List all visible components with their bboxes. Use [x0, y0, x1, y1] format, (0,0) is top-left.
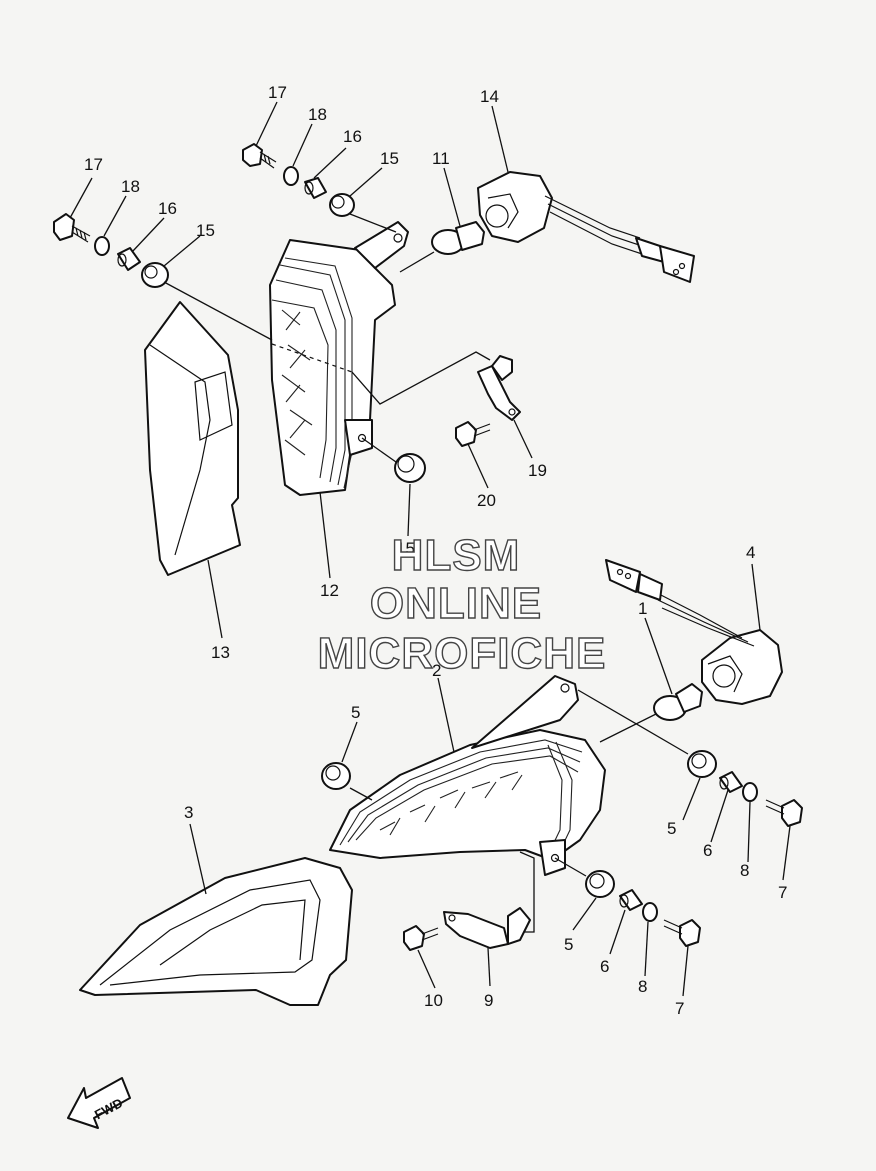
callout-16: 16: [158, 199, 177, 218]
watermark-line-2: ONLINE: [370, 579, 542, 628]
part-9-bracket: [443, 907, 531, 949]
part-3-lens-cover: [79, 857, 353, 1006]
part-15-grommet-c: [394, 453, 426, 483]
part-17-bolt-a: [53, 213, 91, 243]
watermark-line-1: HLSM: [392, 531, 521, 580]
callout-20: 20: [477, 491, 496, 510]
watermark: HLSM ONLINE MICROFICHE: [317, 530, 607, 678]
upper-leader-lines: [69, 101, 533, 639]
part-13-lens-cover: [144, 301, 241, 576]
part-7-bolt-a: [765, 799, 803, 827]
part-8-washer-a: [742, 782, 758, 802]
part-14-socket-harness: [477, 171, 695, 283]
part-8-washer-b: [642, 902, 658, 922]
part-12-turn-signal-housing: [269, 221, 409, 496]
callout-15: 15: [396, 539, 415, 558]
callout-4: 4: [746, 543, 755, 562]
callout-7: 7: [778, 883, 787, 902]
part-16-collar-b: [304, 177, 327, 199]
callout-15: 15: [380, 149, 399, 168]
part-16-collar-a: [117, 247, 141, 271]
part-17-bolt-b: [242, 143, 277, 169]
part-6-collar-a: [719, 771, 743, 793]
fwd-arrow-icon: FWD: [67, 1077, 131, 1129]
callout-3: 3: [184, 803, 193, 822]
callout-17: 17: [268, 83, 287, 102]
callout-18: 18: [308, 105, 327, 124]
part-1-bulb: [653, 683, 703, 721]
callout-19: 19: [528, 461, 547, 480]
callout-18: 18: [121, 177, 140, 196]
callout-8: 8: [638, 977, 647, 996]
callout-6: 6: [600, 957, 609, 976]
part-5-grommet-c: [321, 762, 351, 790]
callout-17: 17: [84, 155, 103, 174]
watermark-line-3: MICROFICHE: [318, 629, 607, 678]
part-5-grommet-a: [687, 750, 717, 778]
lower-leader-lines: [189, 563, 791, 997]
callout-labels: 17 18 16 15 17 18 16 15 11 14 19 20 15 1…: [84, 83, 787, 1018]
callout-5: 5: [351, 703, 360, 722]
callout-7: 7: [675, 999, 684, 1018]
callout-8: 8: [740, 861, 749, 880]
callout-1: 1: [638, 599, 647, 618]
part-7-bolt-b: [663, 919, 701, 947]
part-2-turn-signal-housing: [329, 675, 606, 876]
callout-10: 10: [424, 991, 443, 1010]
part-18-washer-a: [94, 236, 110, 256]
callout-14: 14: [480, 87, 499, 106]
part-5-grommet-b: [585, 870, 615, 898]
part-20-screw: [455, 421, 491, 447]
part-18-washer-b: [283, 166, 299, 186]
callout-5: 5: [667, 819, 676, 838]
part-19-bracket: [477, 355, 521, 421]
part-6-collar-b: [619, 889, 643, 911]
callout-12: 12: [320, 581, 339, 600]
callout-11: 11: [432, 149, 450, 168]
part-15-grommet-b: [329, 193, 355, 217]
callout-13: 13: [211, 643, 230, 662]
callout-2: 2: [432, 661, 441, 680]
callout-16: 16: [343, 127, 362, 146]
part-10-screw: [403, 925, 439, 951]
callout-15: 15: [196, 221, 215, 240]
callout-9: 9: [484, 991, 493, 1010]
callout-5: 5: [564, 935, 573, 954]
part-15-grommet-a: [141, 262, 169, 288]
part-11-bulb: [431, 221, 485, 255]
callout-6: 6: [703, 841, 712, 860]
part-4-socket-harness: [605, 559, 783, 705]
